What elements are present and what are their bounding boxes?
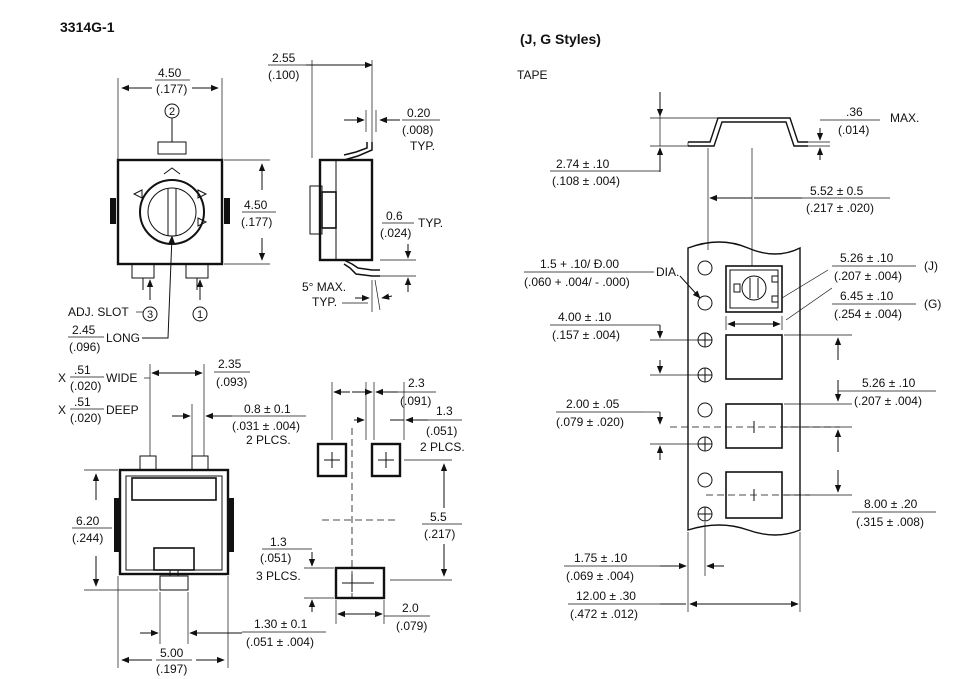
long-word: LONG (106, 331, 140, 345)
span-in: (.093) (216, 375, 247, 389)
tape-p1-in: (.157 ± .004) (552, 328, 620, 342)
deep-mm: .51 (74, 395, 91, 409)
pin-3-label: 3 (147, 309, 153, 321)
tape-w-mm: 12.00 ± .30 (576, 589, 636, 603)
pad-d-in: (.051) (260, 551, 291, 565)
tape-j-mm: 5.26 ± .10 (840, 251, 894, 265)
long-in: (.096) (69, 340, 100, 354)
tape-p2-mm: 5.26 ± .10 (862, 376, 916, 390)
pad-a-in: (.091) (400, 394, 431, 408)
adj-slot-label: ADJ. SLOT (68, 305, 129, 319)
tape-max-mm: .36 (846, 105, 863, 119)
pad-c-in: (.217) (424, 527, 455, 541)
side-view: 2.55 (.100) 0.20 (.008) TYP. 0.6 (.024) … (268, 51, 443, 312)
angle-label: 5° MAX. (302, 280, 346, 294)
tape-p1-mm: 4.00 ± .10 (558, 310, 612, 324)
top-width-mm: 4.50 (158, 66, 182, 80)
side-top-mm: 2.55 (272, 51, 296, 65)
pad-b-mm: 1.3 (436, 404, 453, 418)
b-mm: 1.30 ± 0.1 (254, 617, 308, 631)
pad-layout: 2.3 (.091) 1.3 (.051) 2 PLCS. 5.5 (.217)… (256, 376, 465, 633)
pad-d-plcs: 3 PLCS. (256, 569, 301, 583)
top-height-in: (.177) (241, 215, 272, 229)
pad-c-mm: 5.5 (430, 510, 447, 524)
lead-in: (.008) (402, 123, 433, 137)
side-top-in: (.100) (268, 68, 299, 82)
hole-in: (.060 + .004/ - .000) (524, 275, 630, 289)
tape-j-in: (.207 ± .004) (834, 269, 902, 283)
pin-2-label: 2 (169, 106, 175, 118)
pad-in: (.024) (380, 226, 411, 240)
wide-x: X (58, 371, 66, 385)
styles-title: (J, G Styles) (520, 31, 601, 47)
tape-g-mm: 6.45 ± .10 (840, 289, 894, 303)
tape-d2-mm: 5.52 ± 0.5 (810, 184, 864, 198)
pin-width-mm: 0.8 ± 0.1 (244, 402, 291, 416)
tape-p4-mm: 8.00 ± .20 (864, 497, 918, 511)
hole-mm: 1.5 + .10/ Ð.00 (540, 257, 619, 271)
long-mm: 2.45 (72, 323, 96, 337)
lead-mm: 0.20 (407, 106, 431, 120)
b-in: (.051 ± .004) (246, 635, 314, 649)
tape-p4-in: (.315 ± .008) (856, 515, 924, 529)
tape-p3-in: (.079 ± .020) (556, 415, 624, 429)
tape-d2-in: (.217 ± .020) (806, 201, 874, 215)
tape-max-in: (.014) (838, 123, 869, 137)
wide-in: (.020) (70, 379, 101, 393)
tape-j-tag: (J) (924, 259, 938, 273)
bottom-height-mm: 6.20 (76, 514, 100, 528)
deep-x: X (58, 403, 66, 417)
pad-b-in: (.051) (426, 424, 457, 438)
tape-profile: 2.74 ± .10 (.108 ± .004) .36 (.014) MAX.… (550, 92, 919, 266)
wide-word: WIDE (106, 371, 137, 385)
pad-e-in: (.079) (396, 619, 427, 633)
tape-max-word: MAX. (890, 111, 919, 125)
bottom-view: X .51 (.020) WIDE X .51 (.020) DEEP 2.35… (58, 357, 326, 676)
hole-word: DIA. (656, 265, 679, 279)
tape-w-in: (.472 ± .012) (570, 607, 638, 621)
tape-d1-in: (.108 ± .004) (552, 174, 620, 188)
part-number-title: 3314G-1 (60, 19, 115, 35)
pad-typ: TYP. (418, 216, 443, 230)
tape-dimensions: 1.5 + .10/ Ð.00 (.060 + .004/ - .000) DI… (524, 251, 941, 621)
tape-strip (670, 241, 840, 536)
tape-d1-mm: 2.74 ± .10 (556, 157, 610, 171)
bottom-height-in: (.244) (72, 531, 103, 545)
pin-plcs: 2 PLCS. (246, 433, 291, 447)
pad-e-mm: 2.0 (402, 601, 419, 615)
pad-mm: 0.6 (386, 209, 403, 223)
pad-b-plcs: 2 PLCS. (420, 440, 465, 454)
deep-word: DEEP (106, 403, 139, 417)
span-mm: 2.35 (218, 357, 242, 371)
bottom-width-mm: 5.00 (160, 646, 184, 660)
top-width-in: (.177) (156, 82, 187, 96)
bottom-width-in: (.197) (156, 662, 187, 676)
wide-mm: .51 (74, 363, 91, 377)
tape-g-tag: (G) (924, 297, 941, 311)
tape-e-mm: 1.75 ± .10 (574, 551, 628, 565)
pad-d-mm: 1.3 (270, 535, 287, 549)
tape-p2-in: (.207 ± .004) (854, 394, 922, 408)
pin-1-label: 1 (197, 309, 203, 321)
pad-a-mm: 2.3 (408, 376, 425, 390)
top-view: 4.50 (.177) 2 4.50 (.177) 3 1 (68, 66, 276, 354)
top-height-mm: 4.50 (244, 198, 268, 212)
tape-e-in: (.069 ± .004) (566, 569, 634, 583)
tape-p3-mm: 2.00 ± .05 (566, 397, 620, 411)
lead-typ: TYP. (410, 139, 435, 153)
tape-label: TAPE (517, 68, 547, 82)
angle-typ: TYP. (312, 295, 337, 309)
tape-g-in: (.254 ± .004) (834, 307, 902, 321)
pin-width-in: (.031 ± .004) (232, 419, 300, 433)
deep-in: (.020) (70, 411, 101, 425)
